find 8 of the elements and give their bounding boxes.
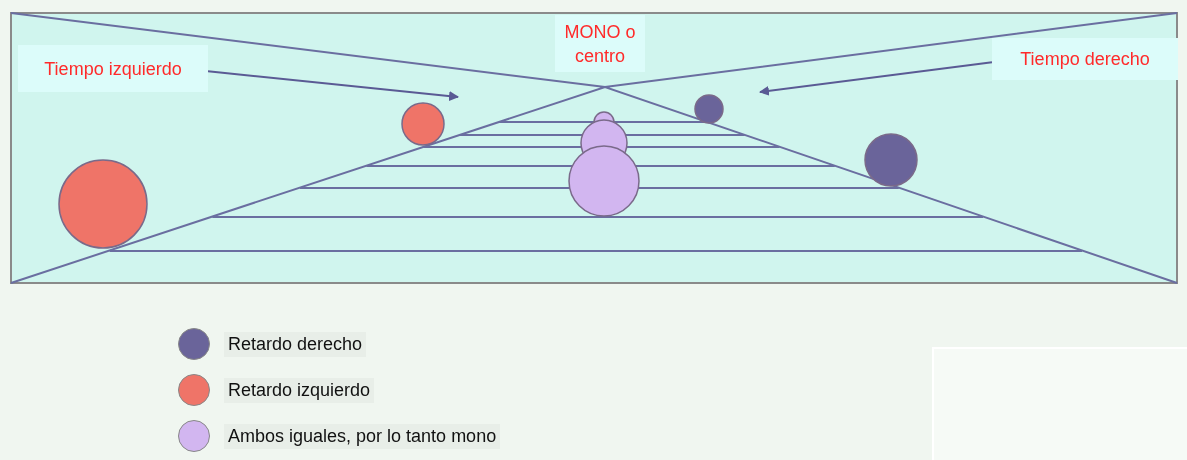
legend-label: Ambos iguales, por lo tanto mono bbox=[224, 423, 501, 449]
legend-label: Retardo izquierdo bbox=[224, 377, 375, 403]
callout-label: Tiempo derecho bbox=[992, 38, 1178, 80]
arrow bbox=[759, 61, 993, 96]
arrow bbox=[207, 70, 459, 102]
callout-label: Tiempo izquierdo bbox=[18, 45, 208, 92]
callout-label: MONO o centro bbox=[555, 15, 645, 72]
legend-label: Retardo derecho bbox=[224, 331, 367, 357]
